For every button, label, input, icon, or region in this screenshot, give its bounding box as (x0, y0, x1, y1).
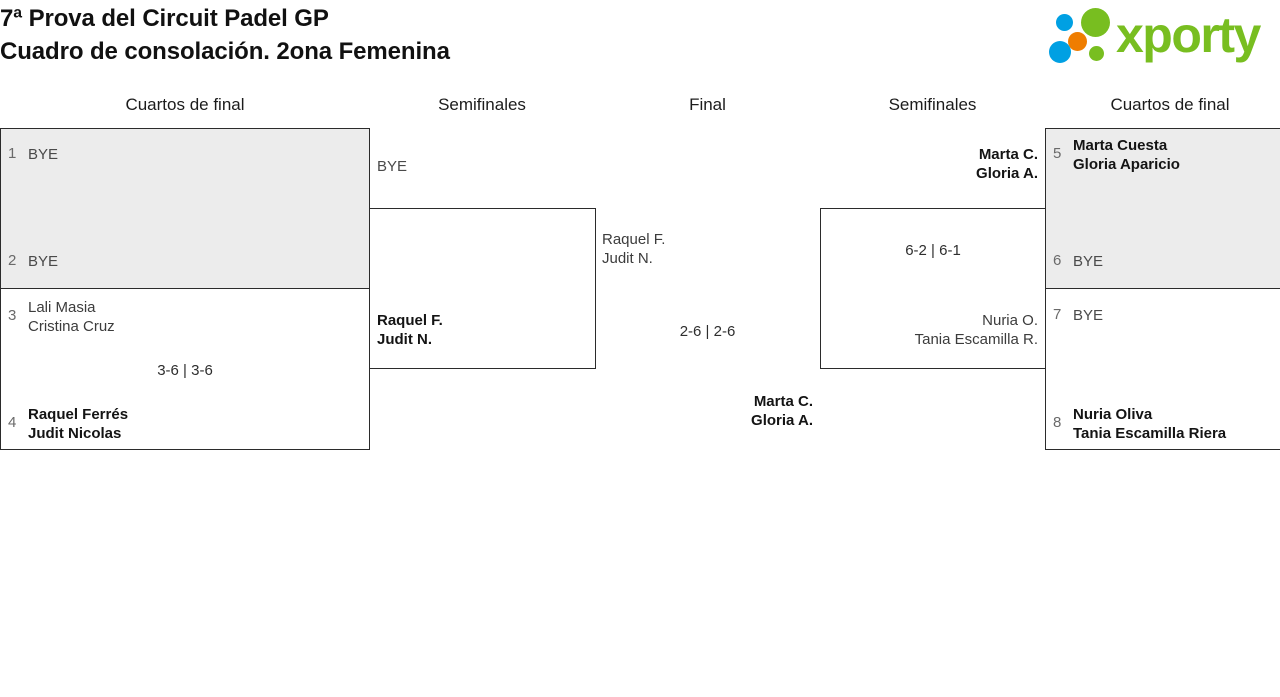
player-name-line-1: Marta C. (753, 393, 813, 410)
bracket-entry-right-sf-top[interactable]: Marta C. Gloria A. (828, 145, 1038, 183)
match-score-left-qf-2: 3-6 | 3-6 (157, 362, 213, 379)
match-box-left-qf-1[interactable] (0, 128, 370, 289)
round-header-right-semifinals: Semifinales (888, 95, 977, 114)
bracket-entry-final-right[interactable]: Marta C. Gloria A. (600, 392, 813, 430)
bracket-entry-final-left[interactable]: Raquel F. Judit N. (602, 230, 817, 268)
seed-number: 1 (8, 145, 17, 162)
match-box-right-semifinal[interactable] (820, 208, 1046, 369)
player-name-line-1: Nuria Oliva (1073, 406, 1153, 423)
page-title: 7ª Prova del Circuit Padel GP Cuadro de … (0, 2, 450, 68)
player-names: BYE (377, 157, 407, 176)
bracket-entry-seed-1[interactable]: 1 BYE (8, 145, 338, 164)
bracket-entry-seed-8[interactable]: 8 Nuria Oliva Tania Escamilla Riera (1053, 405, 1280, 443)
logo-dot-blue-bottom-icon (1049, 41, 1071, 63)
player-names: Raquel F. Judit N. (377, 311, 443, 349)
player-names: Marta C. Gloria A. (976, 145, 1038, 183)
player-names: BYE (1073, 252, 1103, 271)
player-names: Nuria Oliva Tania Escamilla Riera (1073, 405, 1226, 443)
bracket-entry-seed-3[interactable]: 3 Lali Masia Cristina Cruz (8, 298, 338, 336)
seed-number: 2 (8, 252, 17, 269)
logo-dot-green-small-icon (1089, 46, 1104, 61)
bracket-entry-seed-5[interactable]: 5 Marta Cuesta Gloria Aparicio (1053, 136, 1280, 174)
player-names: Raquel Ferrés Judit Nicolas (28, 405, 128, 443)
bracket-entry-seed-4[interactable]: 4 Raquel Ferrés Judit Nicolas (8, 405, 338, 443)
page-header: 7ª Prova del Circuit Padel GP Cuadro de … (0, 0, 1280, 88)
seed-number: 3 (8, 307, 17, 324)
player-name-line-2: Judit N. (602, 250, 653, 267)
player-name-line-2: Gloria A. (976, 165, 1038, 182)
match-box-left-qf-2[interactable] (0, 288, 370, 450)
round-header-left-quarterfinals: Cuartos de final (125, 95, 245, 114)
player-name-line-2: Judit N. (377, 331, 432, 348)
player-names: BYE (1073, 306, 1103, 325)
player-name-line-1: Raquel Ferrés (28, 406, 129, 423)
player-name-line-2: Judit Nicolas (28, 425, 122, 442)
player-name-line-1: Marta C. (978, 146, 1038, 163)
seed-number: 5 (1053, 145, 1062, 162)
match-box-left-semifinal[interactable] (369, 208, 596, 369)
player-names: Marta C. Gloria A. (751, 392, 813, 430)
bracket-entry-left-sf-top[interactable]: BYE (377, 157, 587, 176)
match-box-right-qf-2[interactable] (1045, 288, 1280, 450)
round-header-final: Final (689, 95, 726, 114)
seed-number: 7 (1053, 306, 1062, 323)
logo-dots-icon (1048, 6, 1120, 64)
player-name-line-1: BYE (28, 146, 59, 163)
match-box-right-qf-1[interactable] (1045, 128, 1280, 289)
player-name-line-2: Gloria A. (751, 412, 813, 429)
player-name-line-1: BYE (377, 158, 408, 175)
title-line-2: Cuadro de consolación. 2ona Femenina (0, 38, 450, 65)
bracket-entry-right-sf-bottom[interactable]: Nuria O. Tania Escamilla R. (828, 311, 1038, 349)
player-name-line-2: Cristina Cruz (28, 318, 115, 335)
round-header-left-semifinals: Semifinales (438, 95, 526, 114)
player-name-line-1: Raquel F. (602, 231, 666, 248)
logo-dot-blue-top-icon (1056, 14, 1073, 31)
title-line-1: 7ª Prova del Circuit Padel GP (0, 5, 329, 32)
player-name-line-1: Marta Cuesta (1073, 137, 1168, 154)
player-name-line-1: BYE (1073, 253, 1104, 270)
player-name-line-1: Nuria O. (982, 312, 1038, 329)
bracket-entry-seed-6[interactable]: 6 BYE (1053, 252, 1280, 271)
player-name-line-1: BYE (28, 253, 59, 270)
xporty-logo[interactable]: xporty (1048, 6, 1276, 64)
player-names: Raquel F. Judit N. (602, 230, 665, 268)
logo-dot-orange-icon (1068, 32, 1087, 51)
player-name-line-2: Tania Escamilla Riera (1073, 425, 1227, 442)
match-score-final: 2-6 | 2-6 (679, 323, 736, 340)
bracket-entry-seed-2[interactable]: 2 BYE (8, 252, 338, 271)
seed-number: 6 (1053, 252, 1062, 269)
player-names: Lali Masia Cristina Cruz (28, 298, 115, 336)
player-names: Marta Cuesta Gloria Aparicio (1073, 136, 1180, 174)
player-names: BYE (28, 145, 58, 164)
bracket-entry-seed-7[interactable]: 7 BYE (1053, 306, 1280, 325)
player-name-line-2: Tania Escamilla R. (914, 331, 1038, 348)
seed-number: 4 (8, 414, 17, 431)
match-score-right-semifinal: 6-2 | 6-1 (905, 242, 961, 259)
player-names: Nuria O. Tania Escamilla R. (915, 311, 1038, 349)
logo-dot-green-large-icon (1081, 8, 1110, 37)
player-name-line-2: Gloria Aparicio (1073, 156, 1180, 173)
player-name-line-1: Raquel F. (377, 312, 443, 329)
player-names: BYE (28, 252, 58, 271)
round-header-right-quarterfinals: Cuartos de final (1110, 95, 1230, 114)
bracket-entry-left-sf-bottom[interactable]: Raquel F. Judit N. (377, 311, 587, 349)
seed-number: 8 (1053, 414, 1062, 431)
player-name-line-1: BYE (1073, 307, 1104, 324)
player-name-line-1: Lali Masia (28, 299, 96, 316)
logo-wordmark: xporty (1116, 7, 1261, 63)
